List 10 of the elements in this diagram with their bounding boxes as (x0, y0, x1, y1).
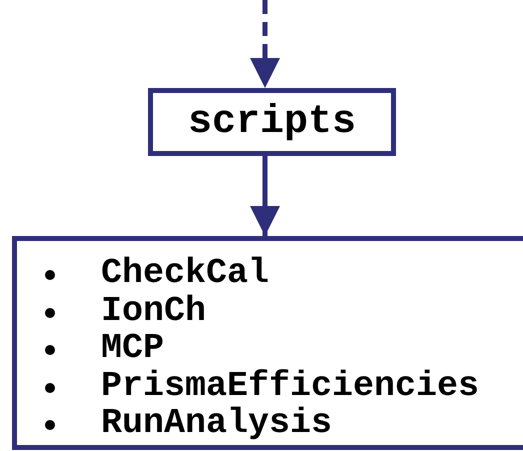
arrow (250, 156, 280, 236)
box-label: scripts (188, 100, 356, 144)
list-item: PrismaEfficiencies (101, 366, 480, 406)
arrow (250, 0, 280, 88)
list-item: RunAnalysis (101, 403, 332, 443)
list-item: MCP (101, 328, 164, 368)
list-box (12, 236, 523, 450)
process-box (148, 88, 396, 156)
list-item: IonCh (101, 290, 206, 330)
list-item: CheckCal (101, 253, 270, 293)
